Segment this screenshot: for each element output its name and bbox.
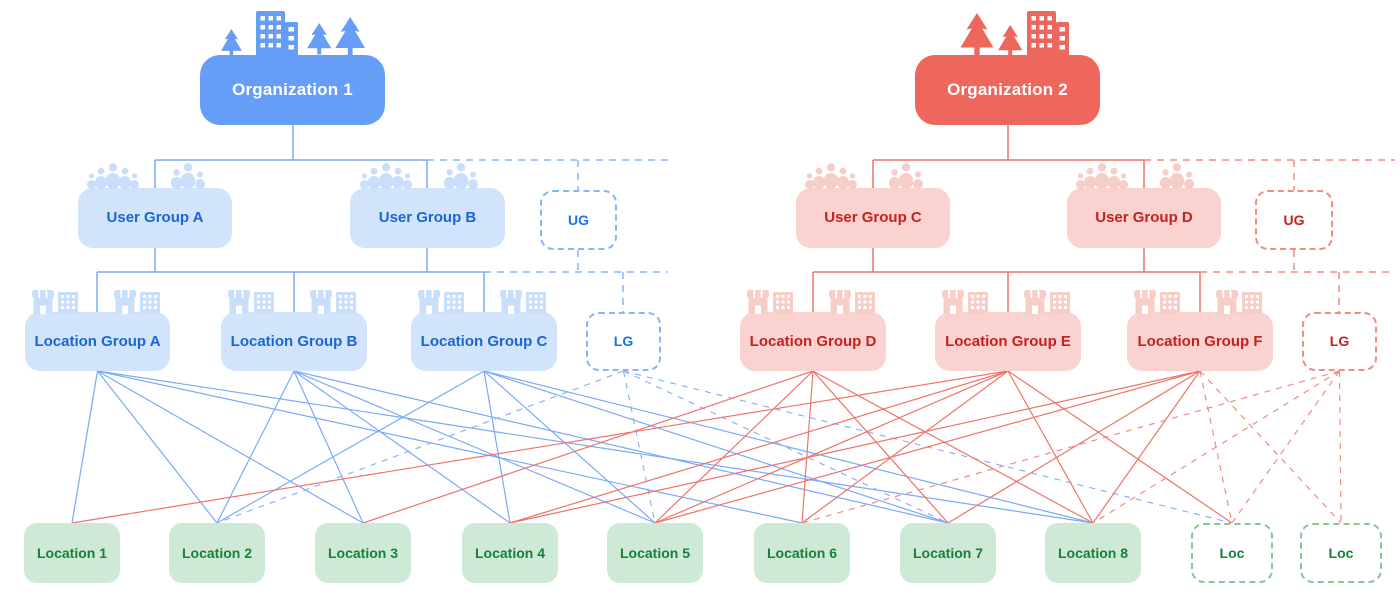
link-lga-loc2	[97, 370, 218, 524]
link-lge-loc8	[1007, 370, 1094, 524]
link-lga-loc3	[97, 370, 364, 524]
node-ugb: User Group B	[350, 163, 505, 248]
node-label: Location 8	[1057, 544, 1128, 561]
node-label: User Group B	[378, 209, 477, 227]
node-loc8: Location 8	[1045, 523, 1141, 583]
node-label: Location Group A	[34, 332, 161, 350]
node-label: Location Group C	[420, 332, 548, 350]
link-lgb-loc7	[293, 370, 949, 524]
link-lga-loc6	[97, 370, 803, 524]
link-lgf-locd2	[1199, 370, 1342, 524]
node-lgd: Location Group D	[740, 290, 886, 371]
node-uga: User Group A	[78, 163, 232, 248]
link-lgc-loc4	[483, 370, 511, 524]
node-label: Location 4	[474, 544, 545, 561]
node-label: Location 7	[912, 544, 983, 561]
link-lgd-loc5	[654, 370, 814, 524]
link-lgc-loc2	[216, 370, 485, 524]
link-lgd-loc8	[812, 370, 1094, 524]
node-ugdb: UG	[540, 190, 617, 250]
link-lgd-loc3	[362, 370, 814, 524]
link-lge-locd1	[1007, 370, 1233, 524]
node-ugc: User Group C	[796, 163, 950, 248]
node-label: User Group A	[106, 209, 204, 227]
node-label: Location Group D	[749, 332, 877, 350]
link-lge-loc1	[71, 370, 1009, 524]
node-label: Loc	[1328, 544, 1354, 561]
node-lge: Location Group E	[935, 290, 1081, 371]
link-lge-loc6	[801, 370, 1009, 524]
node-label: User Group C	[824, 209, 922, 227]
link-lgf-loc4	[509, 370, 1201, 524]
node-label: Location 1	[36, 544, 107, 561]
node-label: LG	[613, 333, 634, 350]
node-label: Location Group B	[230, 332, 358, 350]
link-lgb-loc5	[293, 370, 656, 524]
node-lgb: Location Group B	[221, 290, 367, 371]
node-label: Location Group E	[945, 332, 1071, 350]
node-lgdb: LG	[586, 312, 661, 371]
link-lgd-loc6	[801, 370, 814, 524]
node-label: Location 5	[619, 544, 690, 561]
link-lgb-loc3	[293, 370, 364, 524]
link-lgc-loc5	[483, 370, 656, 524]
node-locd2: Loc	[1300, 523, 1382, 583]
node-label: Location Group F	[1137, 332, 1263, 350]
node-org1: Organization 1	[200, 11, 385, 125]
link-lgdr-locd1	[1231, 370, 1340, 524]
node-label: UG	[1283, 211, 1305, 228]
link-lge-loc4	[509, 370, 1009, 524]
node-lgc: Location Group C	[411, 290, 557, 371]
link-lgb-loc2	[216, 370, 295, 524]
node-label: Organization 1	[232, 80, 353, 100]
node-ugd: User Group D	[1067, 163, 1221, 248]
link-lgb-loc4	[293, 370, 511, 524]
node-label: UG	[568, 211, 589, 228]
link-lgd-loc7	[812, 370, 949, 524]
link-lgf-loc5	[654, 370, 1201, 524]
node-locd1: Loc	[1191, 523, 1273, 583]
link-lga-loc1	[71, 370, 99, 524]
link-lgf-loc7	[947, 370, 1201, 524]
link-lgdr-loc8	[1092, 370, 1340, 524]
node-label: LG	[1329, 333, 1350, 350]
node-loc4: Location 4	[462, 523, 558, 583]
node-label: Loc	[1219, 544, 1245, 561]
node-lgf: Location Group F	[1127, 290, 1273, 371]
node-ugdr: UG	[1255, 190, 1333, 250]
node-loc1: Location 1	[24, 523, 120, 583]
node-label: User Group D	[1095, 209, 1193, 227]
link-lgdb-loc5	[622, 370, 656, 524]
node-loc5: Location 5	[607, 523, 703, 583]
node-label: Location 2	[181, 544, 252, 561]
link-lgdr-locd2	[1338, 370, 1342, 524]
link-lgc-loc7	[483, 370, 949, 524]
node-lga: Location Group A	[25, 290, 170, 371]
node-lgdr: LG	[1302, 312, 1377, 371]
node-label: Location 6	[766, 544, 837, 561]
node-loc6: Location 6	[754, 523, 850, 583]
node-loc7: Location 7	[900, 523, 996, 583]
link-lgf-loc8	[1092, 370, 1201, 524]
link-lge-loc5	[654, 370, 1009, 524]
link-lgc-loc8	[483, 370, 1094, 524]
node-loc3: Location 3	[315, 523, 411, 583]
link-lgdb-loc2	[216, 370, 624, 524]
node-loc2: Location 2	[169, 523, 265, 583]
link-lgdb-loc7	[623, 370, 949, 524]
link-lga-loc8	[97, 370, 1094, 524]
link-lgdr-loc6	[801, 370, 1340, 524]
node-label: Location 3	[327, 544, 398, 561]
node-org2: Organization 2	[915, 11, 1100, 125]
node-label: Organization 2	[947, 80, 1068, 100]
